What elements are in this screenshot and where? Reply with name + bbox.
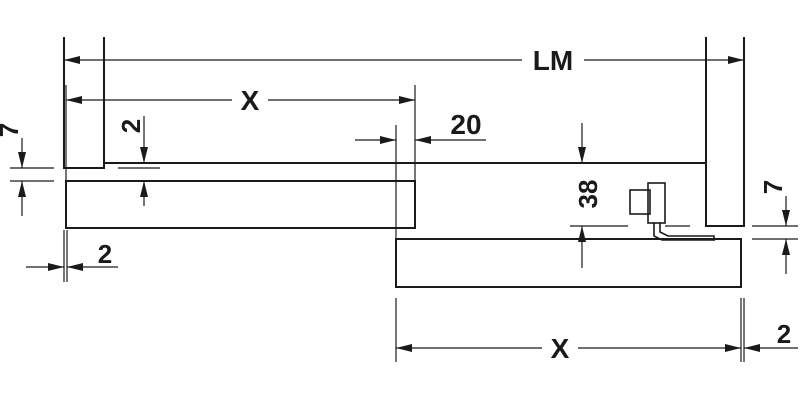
- catch-mechanism: [629, 182, 715, 241]
- catch-arm-inner: [659, 222, 715, 241]
- x-bottom-arrow-right: [725, 344, 741, 352]
- dim7left-arrow-down: [18, 152, 26, 168]
- dim7right-arrow-up: [782, 239, 790, 255]
- dimension-x-bottom: X: [395, 298, 742, 364]
- dim7left-label: 7: [0, 123, 24, 137]
- dimension-7-right: 7: [752, 180, 798, 274]
- dim20-arrow-right: [415, 136, 431, 144]
- dim2top-arrow-up: [140, 181, 148, 197]
- catch-plate: [647, 182, 666, 224]
- dim2top-arrow-down: [140, 147, 148, 163]
- dim20-arrow-left: [380, 136, 396, 144]
- dim2left-arrow-left: [67, 263, 83, 271]
- dimension-7-left: 7: [0, 123, 54, 216]
- dim38-label: 38: [573, 180, 603, 209]
- lm-arrow-right: [728, 56, 744, 64]
- lm-label-mask: [522, 44, 584, 76]
- dim7left-arrow-up: [18, 181, 26, 197]
- x-top-arrow-left: [66, 96, 82, 104]
- dimension-2-right: 2: [743, 298, 798, 362]
- dim20-label: 20: [450, 109, 481, 140]
- x-bottom-label: X: [551, 333, 570, 364]
- catch-arm: [653, 222, 715, 241]
- x-bottom-label-mask: [542, 332, 578, 364]
- geometry: [63, 37, 745, 288]
- lm-arrow-left: [64, 56, 80, 64]
- x-top-arrow-right: [399, 96, 415, 104]
- x-top-label: X: [241, 85, 260, 116]
- right-cabinet-side: [705, 37, 745, 227]
- dim2left-arrow-right: [48, 263, 64, 271]
- dim38-arrow-up: [578, 226, 586, 242]
- dimension-2-top: 2: [116, 116, 160, 206]
- left-cabinet-side: [63, 37, 105, 169]
- dim2right-arrow-left: [744, 344, 760, 352]
- dimension-x-top: X: [65, 84, 416, 180]
- dim38-arrow-down: [578, 147, 586, 163]
- dimension-2-left: 2: [26, 230, 118, 282]
- dim7right-arrow-down: [782, 210, 790, 226]
- left-drawer: [65, 180, 416, 229]
- dimension-lm: LM: [64, 44, 744, 76]
- dim2left-label: 2: [98, 239, 112, 269]
- x-top-label-mask: [232, 84, 268, 116]
- right-drawer: [395, 238, 742, 288]
- dim2top-label: 2: [116, 119, 146, 133]
- dimension-38: 38: [570, 123, 628, 268]
- dimension-20: 20: [355, 109, 486, 239]
- dim7right-label: 7: [758, 180, 788, 194]
- catch-body: [629, 189, 651, 215]
- x-bottom-arrow-left: [396, 344, 412, 352]
- dim2right-label: 2: [777, 319, 791, 349]
- lm-label: LM: [533, 45, 573, 76]
